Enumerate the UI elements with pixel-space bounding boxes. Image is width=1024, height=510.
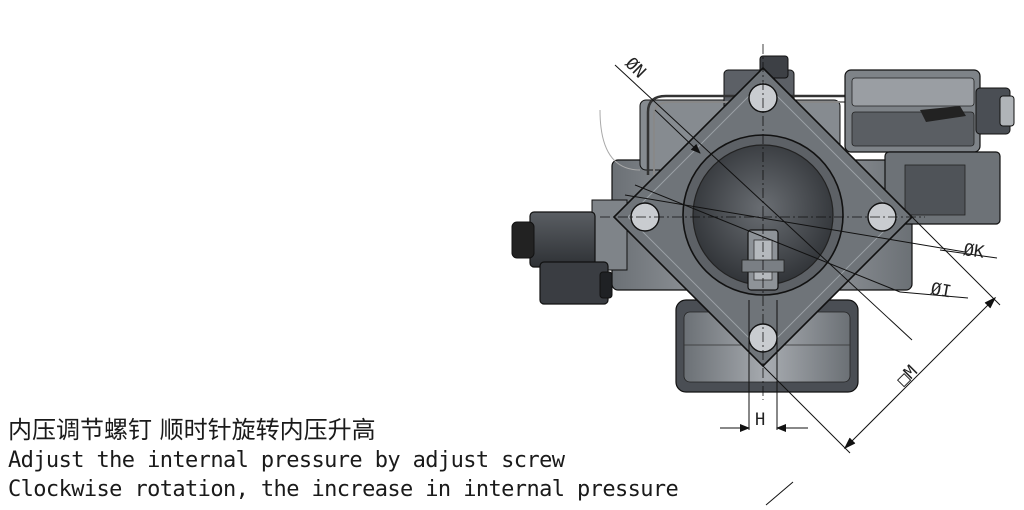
dimension-lines (614, 64, 1001, 506)
dim-k-label: ØK (962, 240, 986, 263)
dim-h-label: H (755, 410, 765, 430)
right-actuator (844, 69, 1015, 225)
dim-m-label: □M (893, 362, 922, 391)
dim-n-label: ØN (621, 54, 650, 83)
dim-i-label: ØI (929, 279, 953, 302)
centre-lines (600, 44, 925, 400)
solenoid-connector (511, 199, 628, 305)
caption-english-line-2: Clockwise rotation, the increase in inte… (8, 477, 679, 502)
caption-chinese: 内压调节螺钉 顺时针旋转内压升高 (8, 416, 376, 444)
caption-english-line-1: Adjust the internal pressure by adjust s… (8, 448, 565, 473)
